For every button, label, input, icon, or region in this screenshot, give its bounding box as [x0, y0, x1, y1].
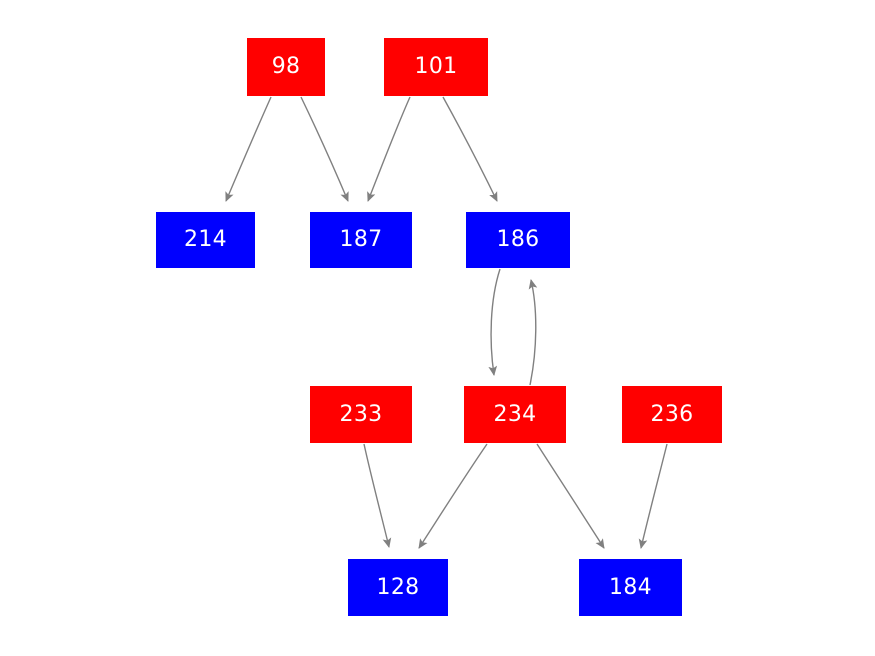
- graph-edge-n101-to-n187: [367, 96, 411, 202]
- graph-edge-n234-to-n184: [536, 443, 605, 549]
- graph-node-128[interactable]: 128: [348, 559, 448, 616]
- graph-node-236[interactable]: 236: [622, 386, 722, 443]
- graph-node-186[interactable]: 186: [466, 212, 570, 268]
- graph-edge-n234-to-n128: [418, 443, 488, 549]
- graph-edge-n234-to-n186: [528, 279, 538, 386]
- graph-node-233[interactable]: 233: [310, 386, 412, 443]
- graph-node-98[interactable]: 98: [247, 38, 325, 96]
- graph-node-label: 186: [496, 227, 540, 252]
- graph-edge-n233-to-n128: [363, 443, 392, 548]
- graph-node-label: 187: [339, 227, 383, 252]
- graph-edge-n186-to-n234: [488, 268, 501, 376]
- graph-node-label: 236: [650, 401, 694, 427]
- graph-edge-n98-to-n187: [300, 96, 349, 202]
- graph-node-label: 184: [609, 574, 652, 600]
- graph-edge-n98-to-n214: [225, 96, 272, 202]
- graph-node-label: 101: [414, 54, 458, 79]
- graph-node-label: 98: [271, 54, 301, 79]
- graph-node-label: 214: [184, 227, 227, 252]
- graph-edge-n236-to-n184: [638, 443, 668, 549]
- graph-edge-n101-to-n186: [442, 96, 498, 202]
- graph-node-187[interactable]: 187: [310, 212, 412, 268]
- graph-node-184[interactable]: 184: [579, 559, 682, 616]
- graph-node-label: 234: [493, 401, 537, 427]
- graph-node-101[interactable]: 101: [384, 38, 488, 96]
- graph-node-234[interactable]: 234: [464, 386, 566, 443]
- graph-node-label: 128: [376, 574, 420, 600]
- graph-node-214[interactable]: 214: [156, 212, 255, 268]
- graph-node-label: 233: [339, 401, 383, 427]
